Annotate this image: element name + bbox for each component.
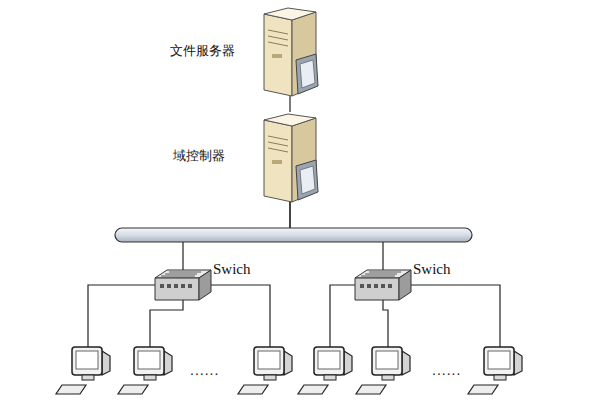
computer-icon bbox=[238, 347, 292, 394]
icon-area bbox=[262, 112, 318, 200]
network-bus bbox=[115, 228, 472, 242]
icon-area bbox=[355, 270, 411, 300]
lan-wires bbox=[88, 285, 500, 347]
switch-label: Swich bbox=[213, 261, 251, 278]
server-label: 域控制器 bbox=[173, 147, 225, 165]
network-link bbox=[289, 96, 290, 112]
file-server-icon bbox=[264, 8, 318, 96]
switch-node: Swich bbox=[155, 270, 251, 300]
switch-icon bbox=[355, 270, 411, 300]
switch-node: Swich bbox=[355, 270, 451, 300]
switch-label: Swich bbox=[413, 261, 451, 278]
server-node: 域控制器 bbox=[173, 112, 318, 200]
ellipsis-label: ...... bbox=[190, 362, 219, 378]
computer-icon bbox=[356, 347, 410, 394]
computer-icon bbox=[298, 347, 352, 394]
computer-icon bbox=[468, 347, 522, 394]
computer-icon bbox=[118, 347, 172, 394]
server-node: 文件服务器 bbox=[170, 6, 318, 96]
domain-controller-icon bbox=[264, 114, 318, 202]
switch-icon bbox=[155, 270, 211, 300]
ellipsis-label: ...... bbox=[432, 362, 461, 378]
icon-area bbox=[155, 270, 211, 300]
server-label: 文件服务器 bbox=[170, 42, 235, 60]
computer-icon bbox=[56, 347, 110, 394]
icon-area bbox=[262, 6, 318, 96]
